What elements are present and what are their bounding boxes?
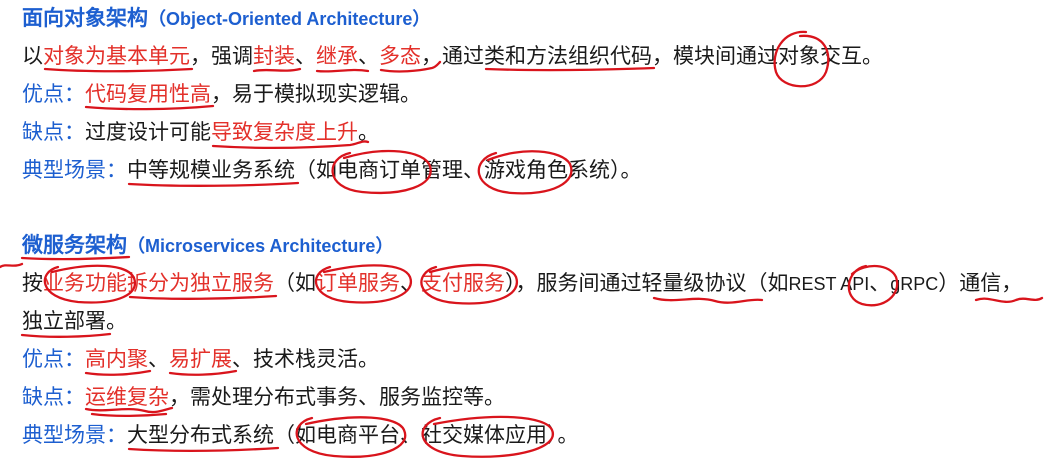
definition-text: 、 [869, 272, 891, 295]
definition-text: ，强调 [190, 45, 253, 68]
scenario-label: 典型场景： [22, 159, 127, 182]
scenario-text: 大型分布式系统（如电商平台、社交媒体应用）。 [127, 424, 579, 447]
document-body: 面向对象架构（Object-Oriented Architecture） 以对象… [22, 0, 1045, 455]
definition-text: 、 [295, 45, 316, 68]
definition-line: 以对象为基本单元，强调封装、继承、多态，通过类和方法组织代码，模块间通过对象交互… [22, 38, 1045, 76]
pros-line: 优点：高内聚、易扩展、技术栈灵活。 [22, 341, 1045, 379]
highlighted-term: 封装 [253, 45, 295, 68]
section-heading: 微服务架构（Microservices Architecture） [22, 227, 1045, 265]
highlighted-term: 订单服务 [316, 272, 400, 295]
cons-line: 缺点：过度设计可能导致复杂度上升。 [22, 114, 1045, 152]
scenario-text: 中等规模业务系统（如电商订单管理、游戏角色系统）。 [127, 159, 642, 182]
cons-label: 缺点： [22, 121, 85, 144]
pros-text: 、 [148, 348, 169, 371]
section-title: 微服务架构 [22, 234, 127, 257]
definition-text: （如 [274, 272, 316, 295]
pros-text: 、技术栈灵活。 [232, 348, 379, 371]
highlighted-term: 导致复杂度上升 [211, 121, 358, 144]
pros-text: ，易于模拟现实逻辑。 [211, 83, 421, 106]
definition-text: 以 [22, 45, 43, 68]
section-object-oriented: 面向对象架构（Object-Oriented Architecture） 以对象… [22, 0, 1045, 190]
cons-text: ，需处理分布式事务、服务监控等。 [169, 386, 505, 409]
scenario-label: 典型场景： [22, 424, 127, 447]
highlighted-term: 高内聚 [85, 348, 148, 371]
section-microservices: 微服务架构（Microservices Architecture） 按业务功能拆… [22, 227, 1045, 455]
cons-label: 缺点： [22, 386, 85, 409]
definition-text: 按 [22, 272, 43, 295]
pros-label: 优点： [22, 83, 85, 106]
definition-text: ），服务间通过轻量级协议（如 [505, 272, 789, 295]
highlighted-term: 易扩展 [169, 348, 232, 371]
definition-text: ）通信， [938, 272, 1023, 295]
cons-text: 。 [358, 121, 379, 144]
annotation-squiggle [0, 262, 24, 269]
highlighted-term: 代码复用性高 [85, 83, 211, 106]
highlighted-term: 继承 [316, 45, 358, 68]
highlighted-term: 多态 [379, 45, 421, 68]
highlighted-term: 对象为基本单元 [43, 45, 190, 68]
section-subtitle: （Microservices Architecture） [127, 236, 394, 256]
definition-paragraph: 按业务功能拆分为独立服务（如订单服务、支付服务），服务间通过轻量级协议（如RES… [22, 265, 1045, 341]
section-title: 面向对象架构 [22, 7, 148, 30]
highlighted-term: 业务功能拆分为独立服务 [43, 272, 274, 295]
section-heading: 面向对象架构（Object-Oriented Architecture） [22, 0, 1045, 38]
cons-line: 缺点：运维复杂，需处理分布式事务、服务监控等。 [22, 379, 1045, 417]
highlighted-term: 支付服务 [421, 272, 505, 295]
definition-text: 、 [358, 45, 379, 68]
protocol-name: REST API [788, 274, 870, 294]
section-subtitle: （Object-Oriented Architecture） [148, 9, 431, 29]
definition-text: 、 [400, 272, 421, 295]
pros-label: 优点： [22, 348, 85, 371]
cons-text: 过度设计可能 [85, 121, 211, 144]
pros-line: 优点：代码复用性高，易于模拟现实逻辑。 [22, 76, 1045, 114]
definition-text: ，通过类和方法组织代码，模块间通过对象交互。 [421, 45, 883, 68]
definition-text: 独立部署。 [22, 310, 127, 333]
scenario-line: 典型场景：中等规模业务系统（如电商订单管理、游戏角色系统）。 [22, 152, 1045, 190]
highlighted-term: 运维复杂 [85, 386, 169, 409]
protocol-name: gRPC [890, 274, 939, 294]
scenario-line: 典型场景：大型分布式系统（如电商平台、社交媒体应用）。 [22, 417, 1045, 455]
